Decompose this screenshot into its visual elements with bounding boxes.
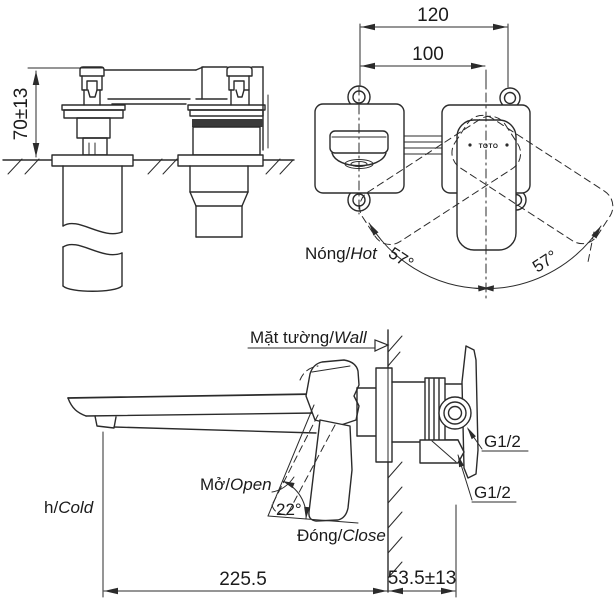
thread-bottom-label: G1/2 — [474, 483, 511, 502]
wall-hatching — [387, 335, 403, 579]
open-angle-label: 22° — [276, 500, 302, 519]
wall-escutcheon — [375, 367, 393, 463]
connecting-arm — [103, 66, 228, 105]
bottom-side-view: Mặt tường/Wall — [44, 328, 529, 598]
spout-profile — [67, 393, 317, 434]
thread-top-label: G1/2 — [484, 432, 521, 451]
handle-open-left-dashed — [359, 115, 522, 246]
angle-right-label: 57° — [529, 246, 561, 276]
handle-open-right-dashed — [451, 114, 614, 245]
valve-unit-side — [177, 66, 269, 238]
spout-unit-side — [51, 66, 134, 292]
close-label: Đóng/Close — [297, 526, 386, 545]
thread-callout-top: G1/2 — [467, 427, 529, 452]
dim-100-label: 100 — [412, 44, 444, 65]
hot-label: Nóng/Hot — [305, 244, 378, 263]
spout-front — [329, 130, 389, 154]
dim-wall-depth-label: 53.5±13 — [388, 568, 457, 589]
spout-plate-front — [314, 85, 405, 215]
mounting-surface — [2, 158, 295, 175]
handle-grip-closed — [308, 419, 353, 522]
dim-wall-depth: 53.5±13 — [388, 504, 457, 598]
top-side-view: 70±13 — [2, 66, 295, 292]
open-close-labels: Mở/Open Đóng/Close — [200, 475, 386, 545]
angle-left-label: 57° — [385, 243, 417, 273]
dim-120: 120 — [359, 5, 509, 88]
open-label: Mở/Open — [200, 475, 272, 494]
lower-body — [419, 439, 465, 464]
surface-hatching — [7, 158, 294, 175]
wall — [387, 329, 403, 593]
wall-label: Mặt tường/Wall — [250, 328, 368, 347]
dim-spout-label: 225.5 — [219, 569, 267, 590]
aerator-front — [344, 159, 374, 169]
open-angle-dim: 22° — [267, 404, 359, 524]
height-dimension: 70±13 — [11, 67, 104, 158]
dim-120-label: 120 — [417, 5, 449, 26]
pipe-break-line — [62, 222, 123, 235]
aerator-side — [94, 415, 117, 429]
height-dim-label: 70±13 — [11, 88, 32, 141]
cold-label: h/Cold — [44, 498, 94, 517]
dim-100: 100 — [360, 44, 487, 89]
wall-arrowhead — [374, 339, 390, 352]
valve-dark-ring — [192, 119, 263, 127]
thread-callout-bottom: G1/2 — [457, 454, 517, 503]
handle-closed — [305, 359, 360, 522]
connecting-pipes-front — [403, 135, 443, 155]
brand-logo: TOTO — [479, 143, 499, 150]
dim-spout-reach: 225.5 — [102, 431, 388, 598]
front-view: 120 100 — [305, 5, 614, 303]
wall-callout: Mặt tường/Wall — [247, 328, 390, 352]
valve-body-side — [356, 345, 479, 479]
